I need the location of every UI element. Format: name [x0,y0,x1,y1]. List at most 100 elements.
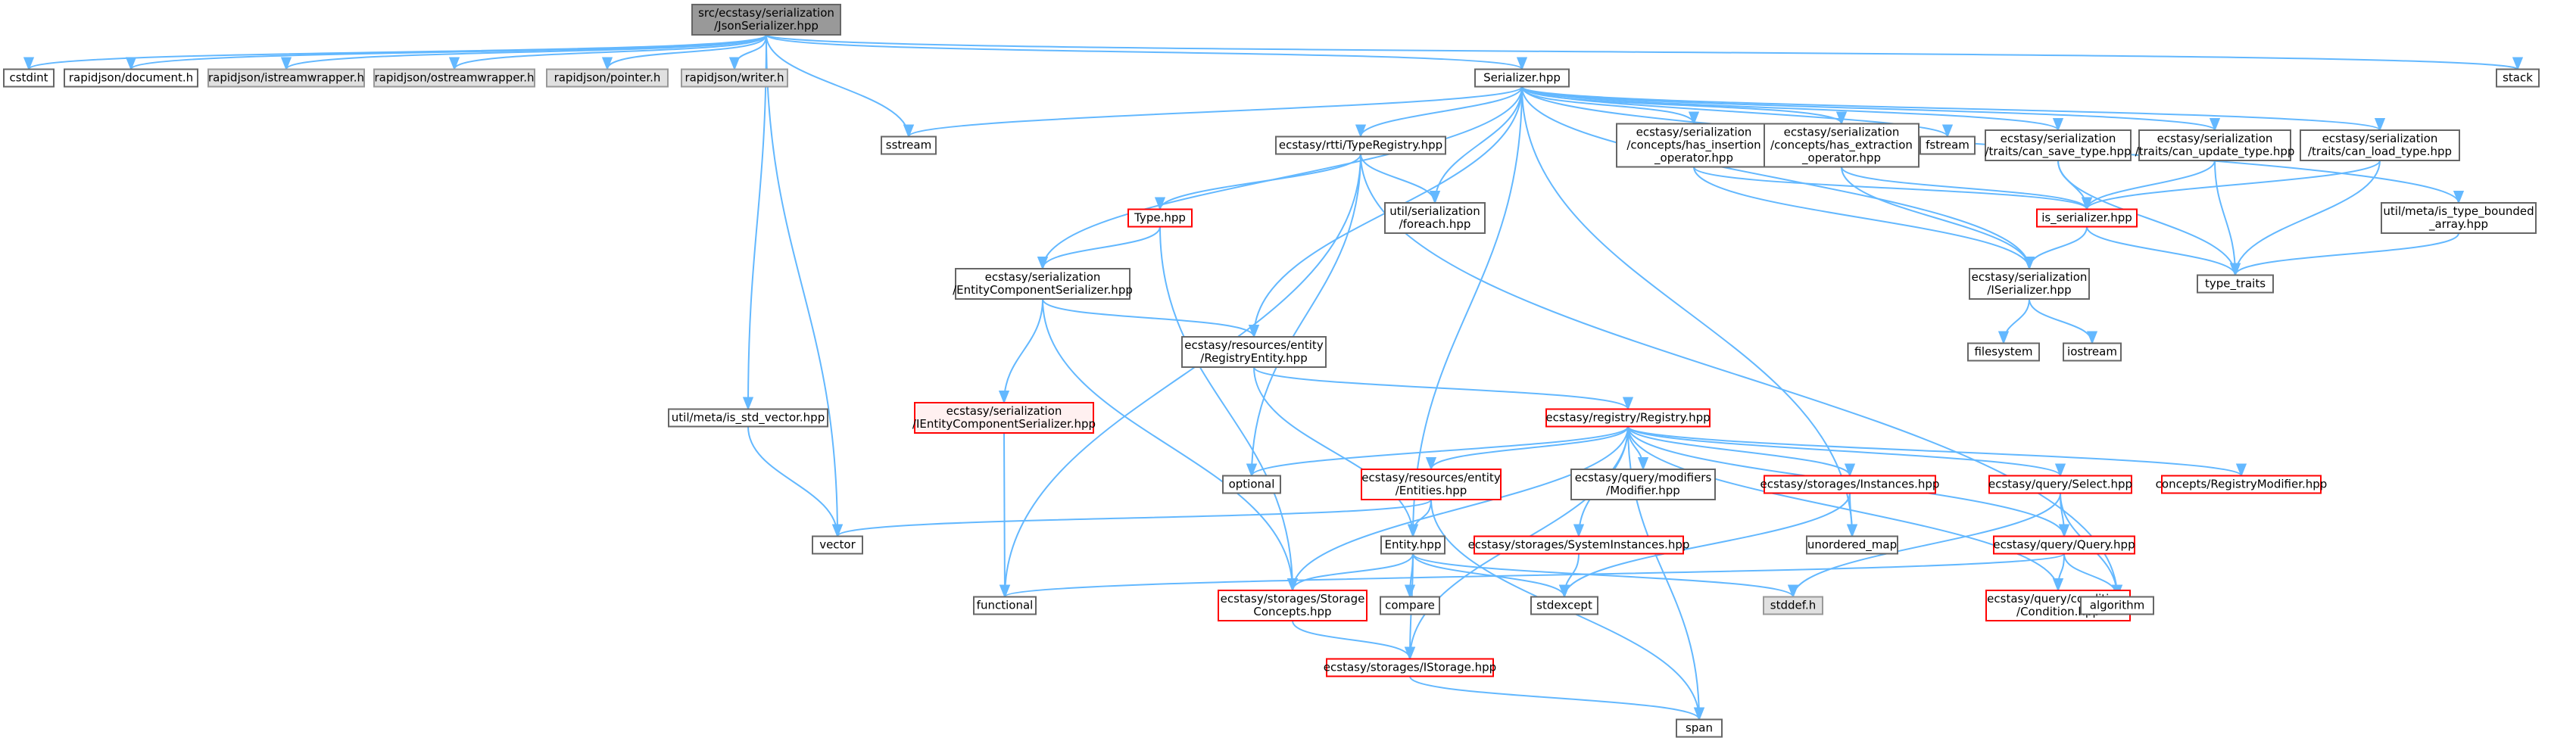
node-entity_hpp[interactable]: Entity.hpp [1380,535,1445,555]
node-box[interactable] [64,68,198,88]
node-type_registry[interactable]: ecstasy/rtti/TypeRegistry.hpp [1275,135,1446,155]
node-box[interactable] [2036,208,2138,228]
node-optional[interactable]: optional [1222,475,1281,494]
node-box[interactable] [1570,469,1716,500]
node-box[interactable] [1545,408,1711,428]
node-box[interactable] [1474,68,1570,88]
node-compare[interactable]: compare [1380,596,1440,615]
node-reg_modifier[interactable]: concepts/RegistryModifier.hpp [2156,475,2328,494]
node-unordered_map[interactable]: unordered_map [1806,535,1898,555]
node-box[interactable] [668,408,828,428]
node-modifier[interactable]: ecstasy/query/modifiers/Modifier.hpp [1570,469,1716,500]
node-box[interactable] [1127,208,1193,228]
node-stack[interactable]: stack [2496,68,2540,88]
node-iostream[interactable]: iostream [2063,342,2122,362]
node-can_save[interactable]: ecstasy/serialization/traits/can_save_ty… [1985,129,2132,161]
node-box[interactable] [2197,274,2274,294]
node-box[interactable] [955,268,1131,300]
node-filesystem[interactable]: filesystem [1967,342,2040,362]
node-box[interactable] [2063,342,2122,362]
node-sstream[interactable]: sstream [881,135,937,155]
node-box[interactable] [914,402,1094,434]
node-box[interactable] [2161,475,2322,494]
node-box[interactable] [1763,596,1823,615]
node-box[interactable] [1275,135,1446,155]
node-has_insertion[interactable]: ecstasy/serialization/concepts/has_inser… [1616,123,1772,168]
node-algorithm[interactable]: algorithm [2080,596,2154,615]
node-box[interactable] [1806,535,1898,555]
node-box[interactable] [691,4,841,36]
node-box[interactable] [1985,129,2132,161]
node-type_hpp[interactable]: Type.hpp [1127,208,1193,228]
node-label: /IEntityComponentSerializer.hpp [912,417,1096,431]
node-is_std_vector[interactable]: util/meta/is_std_vector.hpp [668,408,828,428]
node-box[interactable] [1993,535,2135,555]
node-rj_document[interactable]: rapidjson/document.h [64,68,198,88]
node-box[interactable] [3,68,55,88]
node-sys_instances[interactable]: ecstasy/storages/SystemInstances.hpp [1468,535,1690,555]
node-box[interactable] [1380,596,1440,615]
node-box[interactable] [546,68,669,88]
node-box[interactable] [1616,123,1772,168]
node-functional[interactable]: functional [973,596,1037,615]
node-box[interactable] [1361,469,1502,500]
node-is_bounded[interactable]: util/meta/is_type_bounded_array.hpp [2381,202,2537,234]
node-rj_pointer[interactable]: rapidjson/pointer.h [546,68,669,88]
node-box[interactable] [681,68,788,88]
node-box[interactable] [2300,129,2460,161]
node-is_serializer[interactable]: is_serializer.hpp [2036,208,2138,228]
node-box[interactable] [973,596,1037,615]
node-box[interactable] [1474,535,1684,555]
node-iserializer[interactable]: ecstasy/serialization/ISerializer.hpp [1969,268,2090,300]
node-box[interactable] [2496,68,2540,88]
node-box[interactable] [1380,535,1445,555]
node-box[interactable] [373,68,535,88]
node-box[interactable] [1969,268,2090,300]
node-entities[interactable]: ecstasy/resources/entity/Entities.hpp [1361,469,1502,500]
node-span[interactable]: span [1676,718,1723,738]
node-rj_ostream[interactable]: rapidjson/ostreamwrapper.h [373,68,535,88]
node-entity_comp_ser[interactable]: ecstasy/serialization/EntityComponentSer… [953,268,1133,300]
node-box[interactable] [1764,123,1920,168]
node-box[interactable] [1181,336,1327,368]
node-box[interactable] [2080,596,2154,615]
node-stdexcept[interactable]: stdexcept [1530,596,1598,615]
node-box[interactable] [207,68,365,88]
node-serializer[interactable]: Serializer.hpp [1474,68,1570,88]
node-registry[interactable]: ecstasy/registry/Registry.hpp [1545,408,1711,428]
node-query[interactable]: ecstasy/query/Query.hpp [1993,535,2135,555]
node-box[interactable] [1988,475,2132,494]
node-registry_entity[interactable]: ecstasy/resources/entity/RegistryEntity.… [1181,336,1327,368]
node-stddef[interactable]: stddef.h [1763,596,1823,615]
node-box[interactable] [1764,475,1936,494]
node-cstdint[interactable]: cstdint [3,68,55,88]
node-vector[interactable]: vector [812,535,863,555]
node-rj_writer[interactable]: rapidjson/writer.h [681,68,788,88]
node-box[interactable] [1967,342,2040,362]
node-rj_istream[interactable]: rapidjson/istreamwrapper.h [207,68,365,88]
node-can_load[interactable]: ecstasy/serialization/traits/can_load_ty… [2300,129,2460,161]
node-box[interactable] [1676,718,1723,738]
node-box[interactable] [812,535,863,555]
node-box[interactable] [1384,202,1486,234]
node-box[interactable] [1222,475,1281,494]
node-type_traits[interactable]: type_traits [2197,274,2274,294]
node-select[interactable]: ecstasy/query/Select.hpp [1988,475,2132,494]
node-box[interactable] [2138,129,2291,161]
node-box[interactable] [881,135,937,155]
node-fstream[interactable]: fstream [1920,135,1976,155]
node-instances[interactable]: ecstasy/storages/Instances.hpp [1760,475,1940,494]
node-ientity_comp_ser[interactable]: ecstasy/serialization/IEntityComponentSe… [912,402,1096,434]
node-box[interactable] [1920,135,1976,155]
node-box[interactable] [2381,202,2537,234]
node-box[interactable] [1326,658,1494,677]
node-istorage[interactable]: ecstasy/storages/IStorage.hpp [1324,658,1496,677]
node-has_extraction[interactable]: ecstasy/serialization/concepts/has_extra… [1764,123,1920,168]
node-foreach[interactable]: util/serialization/foreach.hpp [1384,202,1486,234]
node-label: ecstasy/storages/Instances.hpp [1760,478,1940,491]
node-box[interactable] [1218,590,1368,621]
node-root[interactable]: src/ecstasy/serialization/JsonSerializer… [691,4,841,36]
node-box[interactable] [1530,596,1598,615]
node-can_update[interactable]: ecstasy/serialization/traits/can_update_… [2135,129,2295,161]
